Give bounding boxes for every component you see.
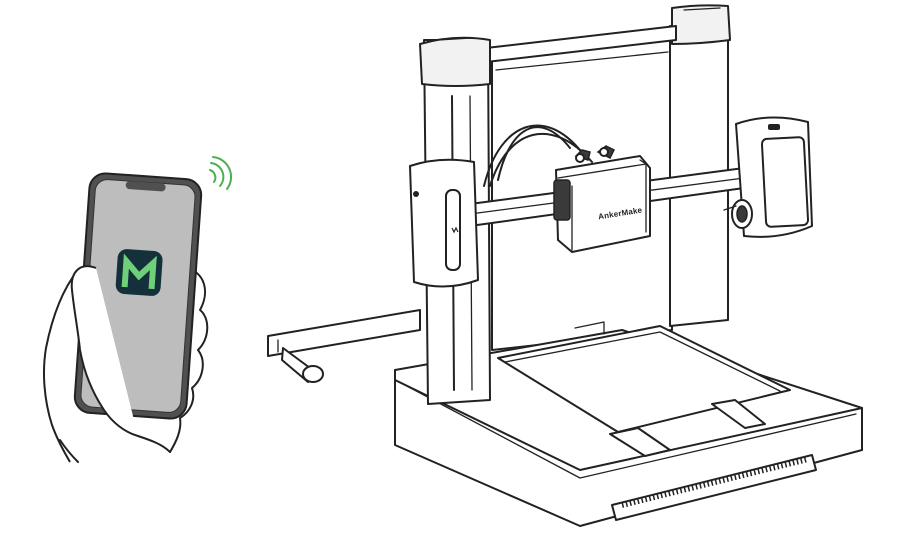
spool-holder [267, 309, 421, 383]
build-plate [497, 321, 791, 457]
hand-holding-phone [43, 156, 233, 463]
right-gantry-housing [723, 116, 813, 238]
wifi-signal-icon [209, 156, 233, 190]
left-motor-housing [409, 158, 479, 288]
print-head-cables [483, 124, 593, 187]
right-knob [731, 199, 753, 229]
printer-frame [485, 4, 731, 351]
ankermake-app-icon[interactable] [115, 249, 163, 297]
3d-printer: AnkerMake [267, 4, 863, 527]
print-head: AnkerMake [553, 145, 651, 253]
base-vent [611, 454, 817, 521]
